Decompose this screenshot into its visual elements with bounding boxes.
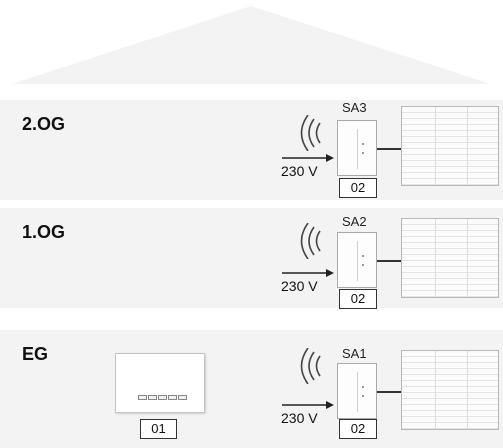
connector-line bbox=[377, 260, 401, 262]
actuator-label: SA3 bbox=[342, 100, 367, 115]
floor-label: EG bbox=[22, 344, 49, 364]
switch-actuator-icon bbox=[337, 232, 377, 288]
roller-blind-icon bbox=[401, 350, 499, 430]
device-code: 02 bbox=[339, 178, 377, 198]
connector-line bbox=[377, 391, 401, 393]
switch-actuator-icon bbox=[337, 120, 377, 176]
connector-line bbox=[377, 148, 401, 150]
arrow-icon bbox=[282, 401, 334, 409]
roller-blind-icon bbox=[401, 106, 499, 186]
device-code: 02 bbox=[339, 419, 377, 439]
floor-2og: 2.OG SA3 230 V 02 bbox=[0, 100, 503, 200]
floor-label: 1.OG bbox=[22, 222, 66, 242]
control-panel-icon bbox=[115, 353, 205, 413]
floor-1og: 1.OG SA2 230 V 02 bbox=[0, 208, 503, 309]
wireless-signal-icon bbox=[300, 223, 321, 259]
actuator-label: SA2 bbox=[342, 214, 367, 229]
roller-blind-icon bbox=[401, 218, 499, 298]
voltage-label: 230 V bbox=[281, 410, 318, 426]
arrow-icon bbox=[282, 269, 334, 277]
actuator-label: SA1 bbox=[342, 346, 367, 361]
voltage-label: 230 V bbox=[281, 163, 318, 179]
floor-eg: EG 01 SA1 230 V 02 bbox=[0, 330, 503, 448]
arrow-icon bbox=[282, 154, 334, 162]
panel-code: 01 bbox=[140, 419, 177, 439]
wireless-signal-icon bbox=[300, 115, 321, 151]
device-code: 02 bbox=[339, 289, 377, 309]
voltage-label: 230 V bbox=[281, 278, 318, 294]
wireless-signal-icon bbox=[300, 348, 321, 384]
floor-label: 2.OG bbox=[22, 114, 66, 134]
switch-actuator-icon bbox=[337, 363, 377, 419]
roof-icon bbox=[12, 6, 491, 84]
